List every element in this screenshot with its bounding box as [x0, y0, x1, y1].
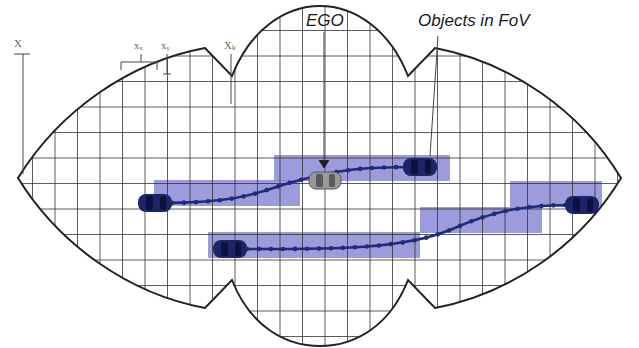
- trajectory-dot: [469, 219, 474, 224]
- grid-line: [257, 0, 258, 348]
- trajectory-dot: [218, 198, 223, 203]
- trajectory-dot: [194, 200, 199, 205]
- grid-line: [0, 234, 639, 235]
- trajectory-dot: [353, 245, 358, 250]
- trajectory-dot: [281, 247, 286, 252]
- trajectory-dot: [370, 166, 375, 171]
- grid-line: [0, 158, 639, 159]
- objects-label: Objects in FoV: [418, 12, 530, 29]
- grid-line: [0, 81, 639, 82]
- grid-line: [482, 0, 483, 348]
- grid-line: [527, 0, 528, 348]
- grid-line: [100, 0, 101, 348]
- trajectory-dot: [317, 246, 322, 251]
- trajectory-dot: [206, 199, 211, 204]
- trajectory-dot: [358, 167, 363, 172]
- grid-line: [280, 0, 281, 348]
- fov-outline: [18, 6, 621, 346]
- grid-line: [0, 132, 639, 133]
- ego-label: EGO: [306, 12, 344, 29]
- trajectory-dot: [341, 246, 346, 251]
- grid-line: [0, 336, 639, 337]
- trajectory-dot: [377, 243, 382, 248]
- grid-line: [0, 209, 639, 210]
- grid-line: [0, 311, 639, 312]
- grid-line: [392, 0, 393, 348]
- trajectory-dot: [329, 246, 334, 251]
- trajectory-dot: [365, 244, 370, 249]
- grid-line: [302, 0, 303, 348]
- trajectory-dot: [389, 242, 394, 247]
- grid-line: [212, 0, 213, 348]
- trajectory-dot: [458, 223, 463, 228]
- grid-line: [77, 0, 78, 348]
- grid-line: [572, 0, 573, 348]
- trajectory-dot: [299, 177, 304, 182]
- trajectory-dot: [480, 215, 485, 220]
- grid-line: [0, 56, 639, 57]
- grid-line: [167, 0, 168, 348]
- grid-line: [145, 0, 146, 348]
- cell-label: Xₖ: [224, 40, 236, 51]
- grid-line: [0, 30, 639, 31]
- trajectory-dot: [503, 209, 508, 214]
- grid-line: [0, 107, 639, 108]
- trajectory-dot: [447, 228, 452, 233]
- trajectory-dot: [551, 203, 556, 208]
- cell-size-label: xᵧ: [161, 40, 169, 51]
- object-cars: [138, 158, 599, 258]
- grid-line: [370, 0, 371, 348]
- trajectory-dot: [394, 165, 399, 170]
- trajectory-dot: [269, 247, 274, 252]
- grid-line: [460, 0, 461, 348]
- grid-line: [235, 0, 236, 348]
- trajectory-dot: [527, 205, 532, 210]
- trajectory-dot: [293, 247, 298, 252]
- grid-line: [505, 0, 506, 348]
- trajectory-dot: [257, 247, 262, 252]
- grid-line: [10, 0, 11, 348]
- grid-line: [595, 0, 596, 348]
- cell-size-label: xₓ: [134, 40, 143, 51]
- grid-line: [0, 285, 639, 286]
- trajectories: [160, 167, 575, 249]
- trajectory-dot: [253, 191, 258, 196]
- grid-line: [122, 0, 123, 348]
- grid-line: [550, 0, 551, 348]
- trajectory-dot: [492, 212, 497, 217]
- trajectory-dot: [435, 232, 440, 237]
- trajectory-dot: [412, 238, 417, 243]
- trajectory-dot: [182, 200, 187, 205]
- grid-line: [55, 0, 56, 348]
- trajectory-dot: [241, 194, 246, 199]
- trajectory-dot: [346, 168, 351, 173]
- trajectory-dots: [158, 165, 568, 252]
- trajectory-dot: [539, 204, 544, 209]
- grid-line: [32, 0, 33, 348]
- ego-car: [309, 172, 341, 189]
- trajectory-dot: [287, 181, 292, 186]
- trajectory-dot: [400, 240, 405, 245]
- leader-lines: [14, 32, 438, 174]
- trajectory-dot: [382, 165, 387, 170]
- trajectory-dot: [276, 184, 281, 189]
- trajectory-dot: [424, 235, 429, 240]
- trajectory-dot: [264, 188, 269, 193]
- grid-line: [347, 0, 348, 348]
- occupied-cells: [154, 155, 602, 258]
- trajectory-dot: [305, 246, 310, 251]
- trajectory-dot: [229, 196, 234, 201]
- set-label: X: [14, 38, 22, 49]
- trajectory-dot: [515, 206, 520, 211]
